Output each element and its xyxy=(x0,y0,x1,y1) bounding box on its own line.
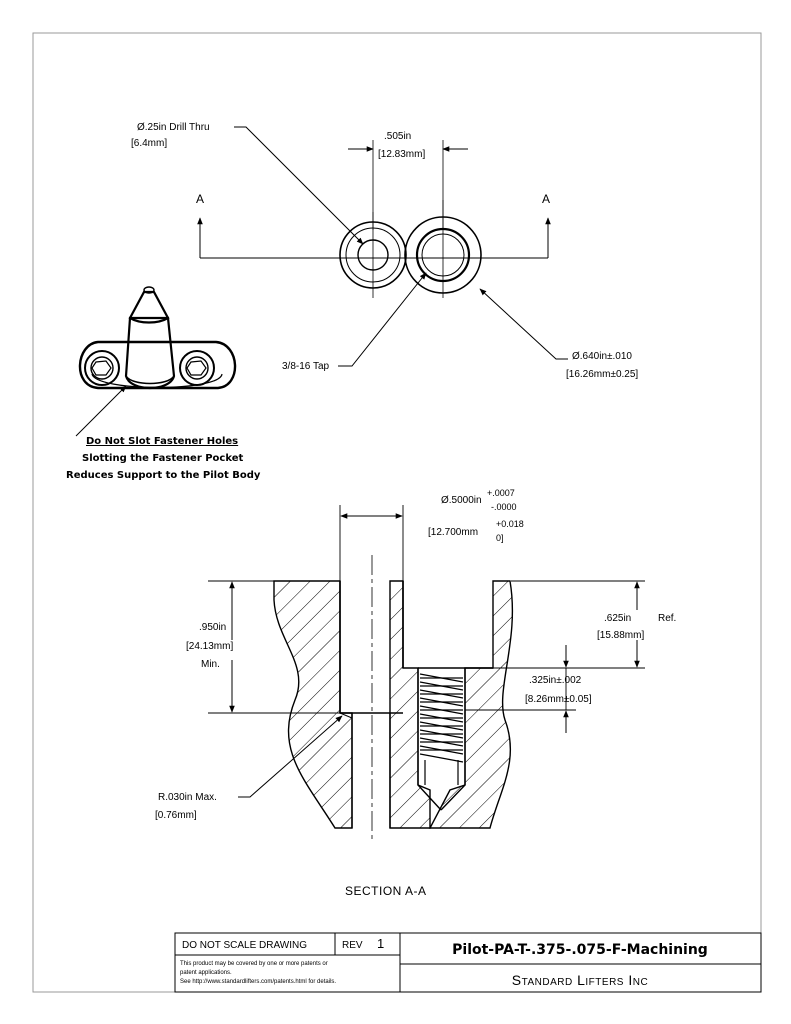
ref-in-label: .625in xyxy=(604,613,631,624)
title-block: DO NOT SCALE DRAWING REV 1 This product … xyxy=(174,932,762,993)
bore-tol-mm-minus: 0] xyxy=(496,533,504,543)
scale-note: DO NOT SCALE DRAWING xyxy=(182,940,307,951)
section-view: Ø.5000in +.0007 -.0000 [12.700mm +0.018 … xyxy=(155,488,676,898)
fastener-note: Do Not Slot Fastener Holes Slotting the … xyxy=(66,436,261,481)
thread-pattern xyxy=(419,673,464,785)
patent-line-1: This product may be covered by one or mo… xyxy=(180,961,328,967)
outer-dia-mm-label: [16.26mm±0.25] xyxy=(566,369,638,380)
part-name: Pilot-PA-T-.375-.075-F-Machining xyxy=(452,942,708,958)
spacing-mm-label: [12.83mm] xyxy=(378,149,425,160)
patent-line-3: See http://www.standardlifters.com/paten… xyxy=(180,979,336,985)
bore-tol-plus: +.0007 xyxy=(487,488,515,498)
company-name: Standard Lifters Inc xyxy=(512,972,648,988)
section-mark-right: A xyxy=(542,192,550,206)
note-line-1: Do Not Slot Fastener Holes xyxy=(86,436,238,447)
bore-tol-mm-plus: +0.018 xyxy=(496,519,524,529)
right-material xyxy=(428,580,514,829)
depth-in-label: .950in xyxy=(199,622,226,633)
section-title: SECTION A-A xyxy=(345,884,427,898)
spacing-in-label: .505in xyxy=(384,131,411,142)
radius-mm-label: [0.76mm] xyxy=(155,810,197,821)
drill-dia-label: Ø.25in Drill Thru xyxy=(137,122,210,133)
rev-value: 1 xyxy=(377,936,384,951)
rev-label: REV xyxy=(342,940,363,951)
note-line-3: Reduces Support to the Pilot Body xyxy=(66,470,261,481)
drill-dia-mm-label: [6.4mm] xyxy=(131,138,167,149)
pilot-isometric xyxy=(75,286,237,437)
bore-tol-minus: -.0000 xyxy=(491,502,517,512)
thread-mm-label: [8.26mm±0.05] xyxy=(525,694,592,705)
bore-dia-mm-label: [12.700mm xyxy=(428,527,478,538)
patent-line-2: patent applications. xyxy=(180,970,232,976)
radius-in-label: R.030in Max. xyxy=(158,792,217,803)
bore-dia-label: Ø.5000in xyxy=(441,495,482,506)
ref-mm-label: [15.88mm] xyxy=(597,630,644,641)
ref-label: Ref. xyxy=(658,613,676,624)
left-material xyxy=(273,580,353,829)
depth-mm-label: [24.13mm] xyxy=(186,641,233,652)
top-view: A A .505in [12.83mm] Ø.25in Drill Thru [… xyxy=(131,122,638,380)
depth-min-label: Min. xyxy=(201,659,220,670)
outer-dia-label: Ø.640in±.010 xyxy=(572,351,632,362)
tap-label: 3/8-16 Tap xyxy=(282,361,330,372)
sheet-border xyxy=(32,32,762,993)
note-line-2: Slotting the Fastener Pocket xyxy=(82,453,244,464)
section-mark-left: A xyxy=(196,192,204,206)
thread-in-label: .325in±.002 xyxy=(529,675,582,686)
